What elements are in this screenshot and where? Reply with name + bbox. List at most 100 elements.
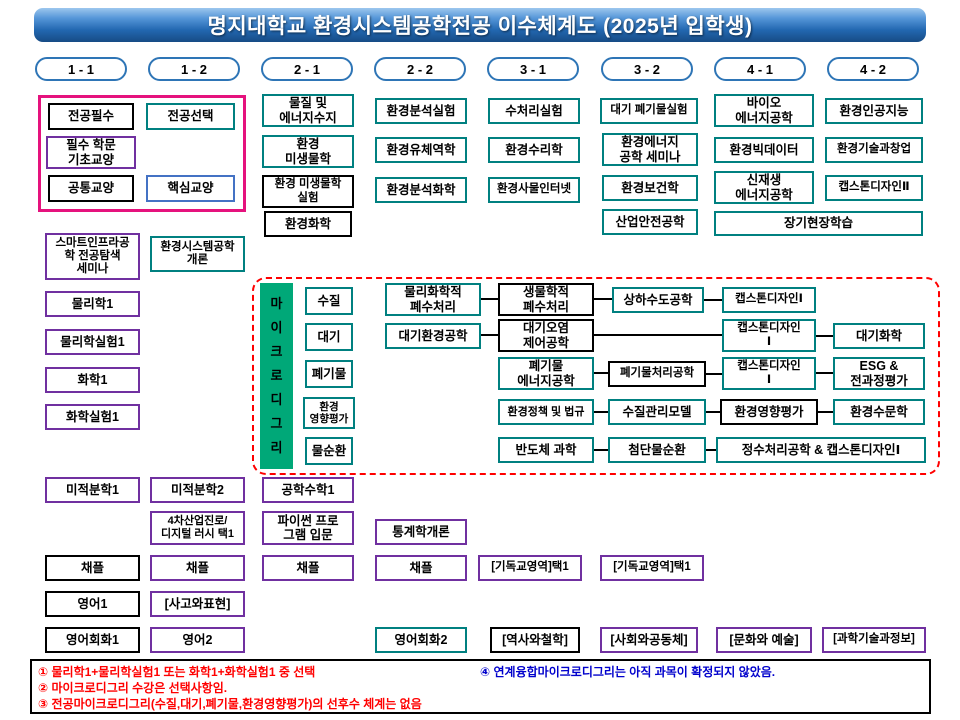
course-box: 수처리실험 <box>488 98 580 124</box>
legend-item: 핵심교양 <box>146 175 235 202</box>
course-box: [문화와 예술] <box>716 627 812 653</box>
page-title: 명지대학교 환경시스템공학전공 이수체계도 (2025년 입학생) <box>34 8 926 42</box>
course-box: 물리학1 <box>45 291 140 317</box>
course-box: 폐기물 <box>305 360 353 388</box>
semester-pill: 3 - 2 <box>601 57 693 81</box>
course-box: 채플 <box>45 555 140 581</box>
course-box: 환경시스템공학 개론 <box>150 236 245 272</box>
course-box: 캡스톤디자인 Ⅰ <box>722 319 816 352</box>
course-box: 대기화학 <box>833 323 925 349</box>
legend-item: 전공선택 <box>146 103 235 130</box>
course-box: 환경수리학 <box>488 137 580 163</box>
course-box: 미적분학2 <box>150 477 245 503</box>
connector-line <box>816 335 833 337</box>
course-box: 신재생 에너지공학 <box>714 171 814 204</box>
course-box: 환경기술과창업 <box>825 137 923 163</box>
course-box: 수질관리모델 <box>608 399 706 425</box>
course-box: 파이썬 프로 그램 입문 <box>262 511 354 545</box>
semester-pill: 2 - 1 <box>261 57 353 81</box>
semester-pill: 2 - 2 <box>374 57 466 81</box>
connector-line <box>816 372 833 374</box>
course-box: 환경영향평가 <box>720 399 818 425</box>
connector-line <box>706 373 722 375</box>
course-box: 캡스톤디자인 Ⅰ <box>722 357 816 390</box>
course-box: 환경에너지 공학 세미나 <box>602 133 698 166</box>
course-box: 화학1 <box>45 367 140 393</box>
connector-line <box>594 449 608 451</box>
course-box: 물리화학적 폐수처리 <box>385 283 481 316</box>
course-box: 캡스톤디자인Ⅱ <box>825 175 923 201</box>
course-box: 수질 <box>305 287 353 315</box>
semester-pill: 1 - 1 <box>35 57 127 81</box>
legend-item: 필수 학문 기초교양 <box>46 136 136 169</box>
course-box: 환경 영향평가 <box>303 397 355 429</box>
course-box: 환경빅데이터 <box>714 137 814 163</box>
connector-line <box>818 411 833 413</box>
course-box: 환경분석화학 <box>375 177 467 203</box>
course-box: 환경 미생물학 실험 <box>262 175 354 208</box>
course-box: 채플 <box>150 555 245 581</box>
course-box: 환경인공지능 <box>825 98 923 124</box>
footnote: ② 마이크로디그리 수강은 선택사항임. <box>38 681 228 695</box>
course-box: 대기 폐기물실험 <box>600 98 698 124</box>
course-box: 4차산업진로/ 디지털 러시 택1 <box>150 511 245 545</box>
course-box: 정수처리공학 & 캡스톤디자인Ⅰ <box>716 437 926 463</box>
course-box: [역사와철학] <box>490 627 580 653</box>
course-box: 산업안전공학 <box>602 209 698 235</box>
semester-pill: 4 - 2 <box>827 57 919 81</box>
course-box: 환경유체역학 <box>375 137 467 163</box>
course-box: 폐기물처리공학 <box>608 361 706 387</box>
course-box: 물질 및 에너지수지 <box>262 94 354 127</box>
course-box: 바이오 에너지공학 <box>714 94 814 127</box>
connector-line <box>704 299 722 301</box>
course-box: 환경수문학 <box>833 399 925 425</box>
course-box: [사회와공동체] <box>600 627 698 653</box>
connector-line <box>481 298 498 300</box>
connector-line <box>594 411 608 413</box>
semester-pill: 4 - 1 <box>714 57 806 81</box>
course-box: 환경화학 <box>264 211 352 237</box>
course-box: 물리학실험1 <box>45 329 140 355</box>
course-box: 공학수학1 <box>262 477 354 503</box>
course-box: 대기환경공학 <box>385 323 481 349</box>
course-box: ESG & 전과정평가 <box>833 357 925 390</box>
course-box: [기독교영역]택1 <box>600 555 704 581</box>
course-box: 환경정책 및 법규 <box>498 399 594 425</box>
course-box: 영어1 <box>45 591 140 617</box>
course-box: 물순환 <box>305 437 353 465</box>
course-box: 폐기물 에너지공학 <box>498 357 594 390</box>
micro-degree-frame <box>252 277 940 475</box>
notes-frame <box>30 659 931 714</box>
connector-line <box>481 334 498 336</box>
course-box: 채플 <box>262 555 354 581</box>
course-box: 영어2 <box>150 627 245 653</box>
micro-degree-label: 마 이 크 로 디 그 리 <box>260 283 293 469</box>
course-box: 영어회화1 <box>45 627 140 653</box>
course-box: 대기 <box>305 323 353 351</box>
course-box: 환경보건학 <box>602 175 698 201</box>
course-box: 환경분석실험 <box>375 98 467 124</box>
legend-item: 전공필수 <box>48 103 134 130</box>
footnote: ④ 연계융합마이크로디그리는 아직 과목이 확정되지 않았음. <box>480 665 776 679</box>
course-box: 화학실험1 <box>45 404 140 430</box>
course-box: 채플 <box>375 555 467 581</box>
connector-line <box>706 411 720 413</box>
course-box: 첨단물순환 <box>608 437 706 463</box>
course-box: 반도체 과학 <box>498 437 594 463</box>
course-box: 미적분학1 <box>45 477 140 503</box>
course-box: 스마트인프라공 학 전공탐색 세미나 <box>45 233 140 280</box>
connector-line <box>594 334 722 336</box>
semester-pill: 3 - 1 <box>487 57 579 81</box>
course-box: [과학기술과정보] <box>822 627 926 653</box>
semester-pill: 1 - 2 <box>148 57 240 81</box>
connector-line <box>706 449 716 451</box>
course-box: 캡스톤디자인Ⅰ <box>722 287 816 313</box>
connector-line <box>594 372 608 374</box>
course-box: 환경 미생물학 <box>262 135 354 168</box>
course-box: [사고와표현] <box>150 591 245 617</box>
course-box: 환경사물인터넷 <box>488 177 580 203</box>
course-box: 대기오염 제어공학 <box>498 319 594 352</box>
course-box: 통계학개론 <box>375 519 467 545</box>
